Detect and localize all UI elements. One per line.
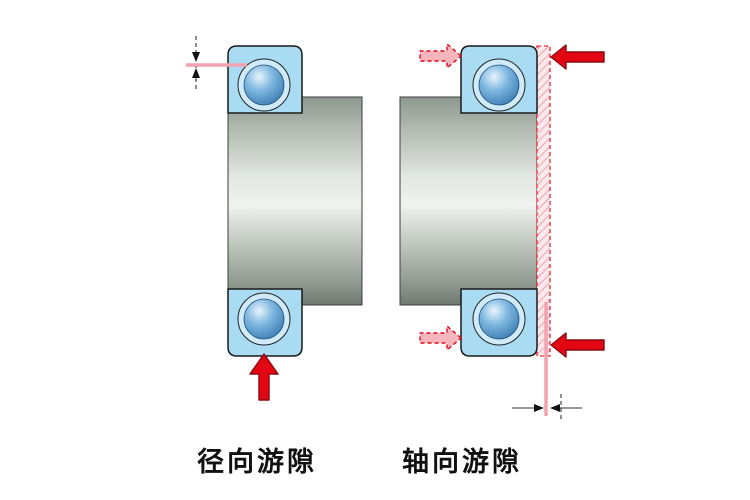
radial-clearance-figure (186, 36, 363, 401)
axial-clearance-label: 轴向游隙 (402, 447, 522, 477)
axial-reaction-arrow-top (419, 43, 462, 69)
shaft-left (227, 96, 363, 306)
bearing-ball-top-right (478, 64, 520, 106)
shaft-right (399, 96, 538, 306)
axial-clearance-figure (399, 43, 605, 422)
bearing-ball-bottom-right (478, 298, 520, 340)
axial-force-arrow-top (550, 44, 605, 70)
radial-clearance-label: 径向游隙 (197, 447, 317, 477)
displaced-ring-strip (536, 45, 551, 357)
bearing-ball-bottom-left (243, 298, 285, 340)
radial-force-arrow (249, 353, 279, 401)
bearing-ball-top-left (243, 64, 285, 106)
axial-force-arrow-bottom (550, 332, 605, 358)
axial-reaction-arrow-bottom (419, 325, 462, 351)
radial-gap-measurement (186, 36, 247, 92)
axial-gap-measurement (512, 302, 582, 422)
